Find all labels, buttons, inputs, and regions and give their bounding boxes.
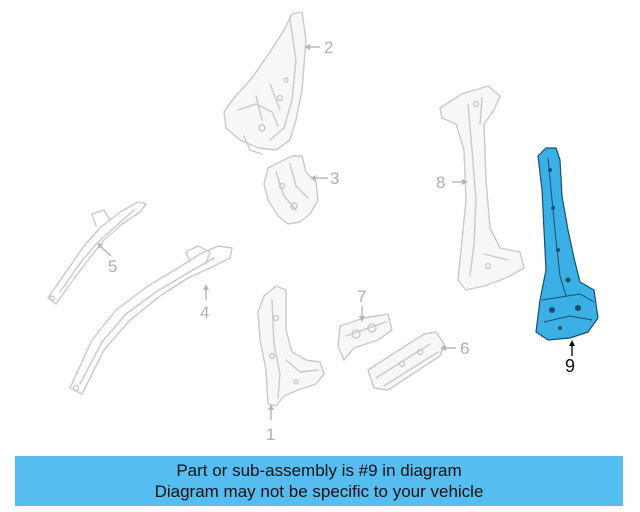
callout-6-arrow (440, 345, 456, 351)
part-6 (367, 331, 445, 391)
callout-9-arrow (569, 340, 575, 356)
callout-8-arrow (452, 179, 468, 185)
callout-7: 7 (357, 287, 366, 306)
callout-8: 8 (436, 173, 445, 192)
part-9-highlighted (535, 147, 599, 341)
info-banner: Part or sub-assembly is #9 in diagram Di… (15, 456, 623, 506)
banner-line-2: Diagram may not be specific to your vehi… (154, 482, 484, 501)
callout-2-arrow (304, 44, 320, 50)
callout-5: 5 (108, 257, 117, 276)
callout-2: 2 (324, 38, 333, 57)
callout-3-arrow (310, 175, 328, 181)
part-4 (69, 245, 233, 395)
callout-4: 4 (200, 303, 209, 322)
part-2 (223, 11, 307, 155)
callout-9: 9 (565, 356, 575, 376)
part-8 (439, 85, 525, 291)
banner-line-1: Part or sub-assembly is #9 in diagram (176, 461, 462, 480)
callout-1-arrow (268, 404, 274, 420)
callout-3: 3 (330, 169, 339, 188)
callout-4-arrow (203, 284, 209, 300)
part-3 (263, 155, 319, 225)
callout-6: 6 (460, 339, 469, 358)
callout-5-arrow (97, 243, 112, 257)
callout-1: 1 (266, 425, 275, 444)
part-1 (257, 285, 325, 407)
callout-7-arrow (359, 306, 365, 322)
part-7 (337, 313, 393, 361)
part-5 (47, 201, 147, 305)
